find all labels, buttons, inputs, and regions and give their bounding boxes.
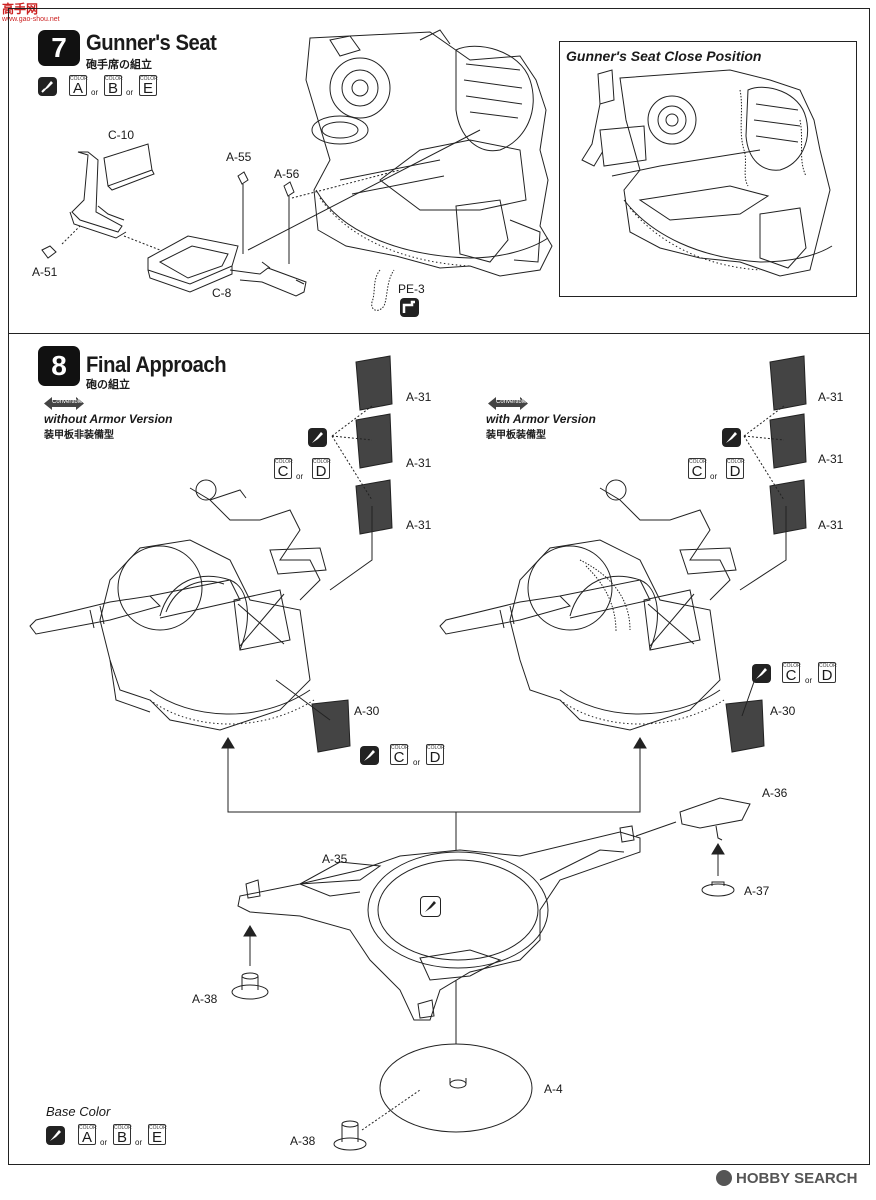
- step7-title: Gunner's Seat: [86, 30, 217, 55]
- glue-icon: [420, 896, 441, 917]
- convertible-text: Convertible: [496, 399, 527, 405]
- base-color-title: Base Color: [46, 1104, 111, 1119]
- or-text: or: [126, 88, 134, 97]
- part-label-a31-right-1: A-31: [818, 390, 844, 404]
- or-text: or: [135, 1138, 143, 1147]
- part-label-pe3: PE-3: [398, 282, 425, 296]
- site-logo-url: www.gao-shou.net: [2, 16, 60, 23]
- step7-number-badge: 7: [38, 30, 80, 66]
- or-text: or: [805, 676, 813, 685]
- photo-etch-icon: [400, 298, 419, 317]
- site-logo: 高手网: [2, 2, 39, 16]
- watermark-text: HOBBY SEARCH: [736, 1170, 858, 1187]
- part-label-a36: A-36: [762, 786, 788, 800]
- hobby-search-logo-icon: [716, 1170, 732, 1186]
- or-text: or: [296, 472, 304, 481]
- paint-brush-icon: [722, 428, 741, 447]
- convertible-arrow-icon: Convertible: [44, 397, 84, 410]
- part-label-a31-right-3: A-31: [818, 518, 844, 532]
- convertible-arrow-icon: Convertible: [488, 397, 528, 410]
- part-label-a35: A-35: [322, 852, 348, 866]
- step7-subtitle-jp: 砲手席の組立: [86, 58, 152, 71]
- paint-brush-icon: [360, 746, 379, 765]
- close-position-box: [559, 41, 857, 297]
- part-label-a31-left-3: A-31: [406, 518, 432, 532]
- close-position-drawing: [581, 69, 833, 277]
- convertible-text: Convertible: [52, 399, 83, 405]
- step8-panel: [8, 333, 870, 1165]
- part-label-a31-right-2: A-31: [818, 452, 844, 466]
- right-version-label-jp: 装甲板装備型: [486, 430, 546, 441]
- or-text: or: [413, 758, 421, 767]
- paint-brush-icon: [46, 1126, 65, 1145]
- or-text: or: [100, 1138, 108, 1147]
- part-label-a55: A-55: [226, 150, 252, 164]
- part-label-a38-bottom: A-38: [290, 1134, 316, 1148]
- part-label-c10: C-10: [108, 128, 135, 142]
- paint-brush-icon: [752, 664, 771, 683]
- right-version-label: with Armor Version: [486, 412, 596, 426]
- left-version-label: without Armor Version: [44, 412, 173, 426]
- part-label-a31-left-1: A-31: [406, 390, 432, 404]
- part-label-a31-left-2: A-31: [406, 456, 432, 470]
- step8-subtitle-jp: 砲の組立: [86, 378, 130, 391]
- part-label-a37: A-37: [744, 884, 770, 898]
- part-label-a38-left: A-38: [192, 992, 218, 1006]
- part-label-a30-right: A-30: [770, 704, 796, 718]
- or-text: or: [710, 472, 718, 481]
- gunner-seat-assembly-drawing: [41, 29, 553, 311]
- part-label-a30-left: A-30: [354, 704, 380, 718]
- or-text: or: [91, 88, 99, 97]
- paint-brush-icon: [308, 428, 327, 447]
- part-label-a4: A-4: [544, 1082, 563, 1096]
- step8-title: Final Approach: [86, 352, 227, 377]
- part-label-c8: C-8: [212, 286, 232, 300]
- step8-number-badge: 8: [38, 346, 80, 386]
- part-label-a56: A-56: [274, 167, 300, 181]
- left-version-label-jp: 装甲板非装備型: [44, 430, 114, 441]
- close-position-title: Gunner's Seat Close Position: [566, 48, 762, 64]
- part-label-a51: A-51: [32, 265, 58, 279]
- paint-brush-icon: [38, 77, 57, 96]
